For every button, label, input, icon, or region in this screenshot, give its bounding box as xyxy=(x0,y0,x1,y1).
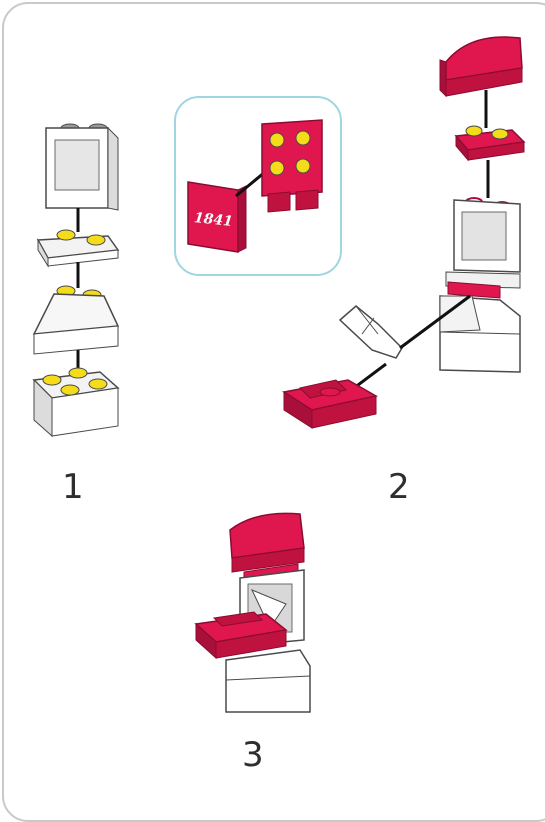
finished-model-icon xyxy=(196,513,310,712)
plate-2x2-icon xyxy=(38,230,118,266)
red-plate-2x2-icon xyxy=(456,126,524,160)
tower-assembly-icon xyxy=(440,198,520,372)
slope-brick-icon xyxy=(34,286,118,354)
step-number-3: 3 xyxy=(242,738,264,772)
lever-arm-icon xyxy=(340,306,402,358)
tile-1841-icon: 1841 xyxy=(188,182,246,252)
curved-slope-icon xyxy=(440,37,522,96)
tray-plate-icon xyxy=(284,380,376,428)
brick-2x2-icon xyxy=(34,368,118,436)
brick-2x2-window-icon xyxy=(46,124,118,210)
sub-assembly-callout: 1841 xyxy=(175,97,341,275)
step1-assembly xyxy=(34,124,118,436)
step3-assembly xyxy=(196,513,310,712)
step-number-2: 2 xyxy=(388,470,410,504)
step-number-1: 1 xyxy=(62,470,84,504)
